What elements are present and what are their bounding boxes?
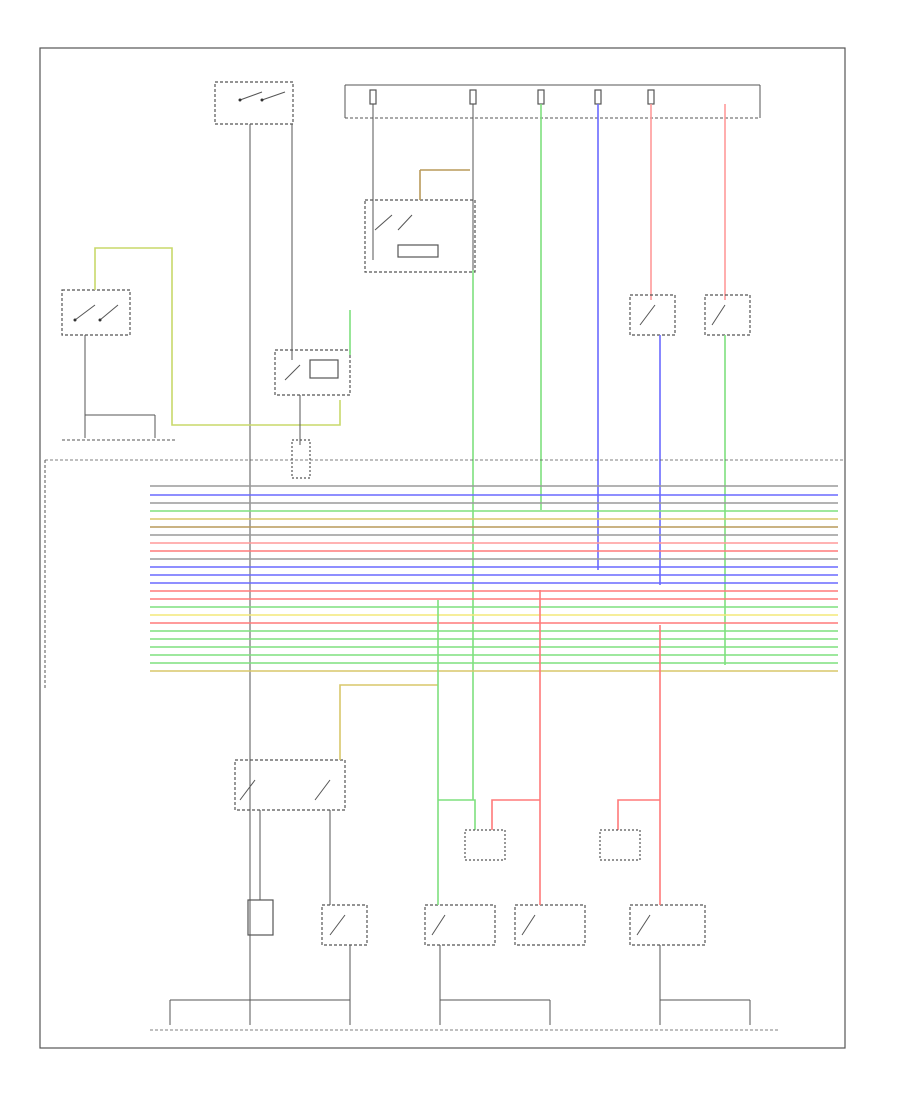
main-module-connector [44,459,845,690]
relay-upper [364,199,476,273]
fuse-4 [594,89,602,105]
fuse-5 [647,89,655,105]
door-switch-lower-3 [514,904,586,946]
fuse-2 [469,89,477,105]
relay-middle [274,349,351,396]
bottom-grounds [150,945,780,1031]
door-switch-lower-4 [629,904,706,946]
actuator-lower-right [599,829,641,861]
power-feed-header [344,84,761,119]
lock-switch-lower-left [234,759,346,811]
actuator-middle [291,439,311,479]
bus-wires [150,485,838,672]
door-switch-lower-2 [424,904,496,946]
wire-olive-lower [339,684,438,760]
ignition-switch [214,81,294,160]
door-key-switch-left [61,289,131,336]
actuator-lower-mid [464,829,506,861]
wire-yellowgreen-left [94,247,341,426]
switch-right-1 [629,294,676,336]
door-switch-lower-1 [321,904,368,946]
fuse-3 [537,89,545,105]
switch-right-2 [704,294,751,336]
actuator-lower-left [247,899,274,936]
fuse-1 [369,89,377,105]
diagram-frame [39,47,846,1049]
